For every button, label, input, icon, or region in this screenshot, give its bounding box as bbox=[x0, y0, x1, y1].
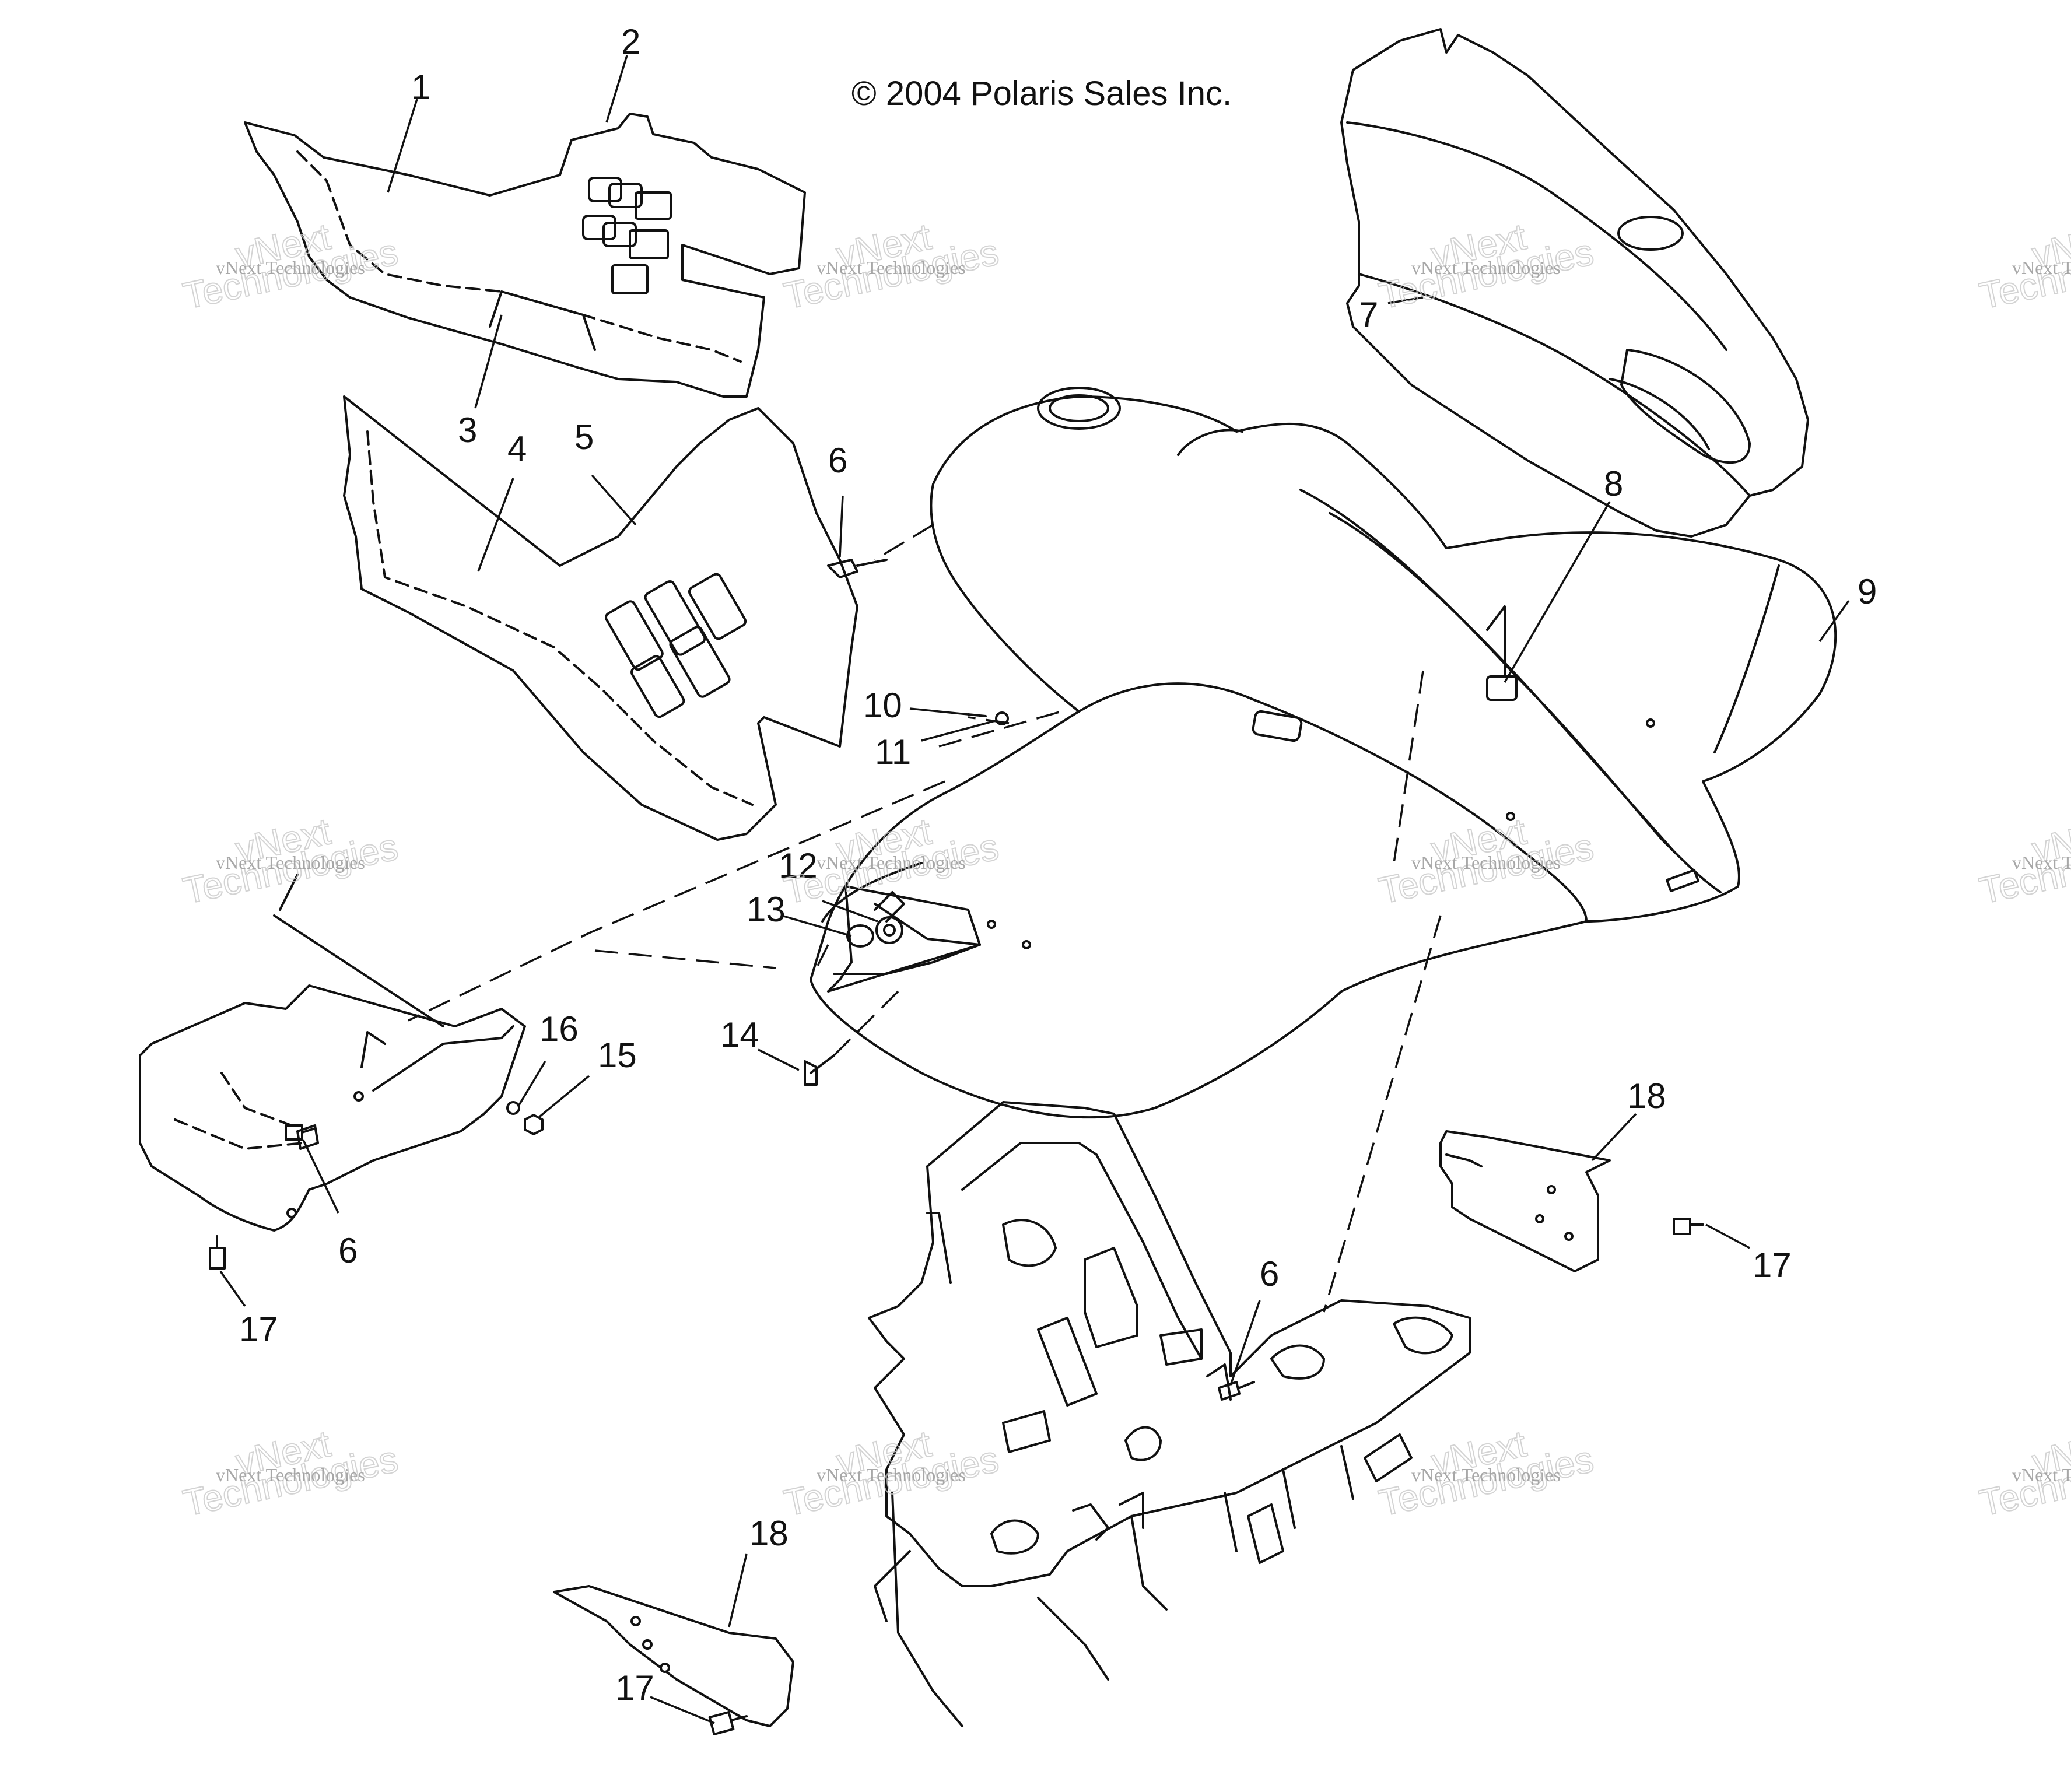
copyright-notice: © 2004 Polaris Sales Inc. bbox=[851, 75, 1232, 113]
svg-text:vNext Technologies: vNext Technologies bbox=[817, 1464, 966, 1485]
watermark-11: vNext Technologies vNext Technologies bbox=[1375, 1422, 1597, 1524]
watermark-9: vNext Technologies vNext Technologies bbox=[179, 1422, 402, 1524]
watermark-7: vNext Technologies vNext Technologies bbox=[1375, 809, 1597, 912]
watermark-3: vNext Technologies vNext Technologies bbox=[1375, 215, 1597, 317]
left-floor-panel bbox=[139, 874, 526, 1232]
callout-6-frame: 6 bbox=[1260, 1254, 1279, 1293]
fasteners bbox=[209, 559, 1704, 1735]
screw-14 bbox=[804, 1054, 835, 1086]
leader-lines bbox=[219, 55, 1850, 1724]
bolt-17-lower bbox=[708, 1711, 748, 1735]
part-12-bracket bbox=[827, 885, 981, 993]
svg-text:vNext Technologies: vNext Technologies bbox=[1411, 257, 1561, 278]
bolt-17-left bbox=[209, 1235, 226, 1270]
part-1-side-panel bbox=[244, 113, 806, 398]
svg-text:vNext Technologies: vNext Technologies bbox=[1411, 1464, 1561, 1485]
callout-3: 3 bbox=[458, 411, 477, 450]
svg-text:vNext Technologies: vNext Technologies bbox=[216, 257, 365, 278]
svg-text:vNext Technologies: vNext Technologies bbox=[2012, 257, 2071, 278]
callout-17-right: 17 bbox=[1753, 1246, 1792, 1285]
assembly-lines bbox=[408, 524, 1442, 1313]
callout-17-lower: 17 bbox=[615, 1668, 654, 1707]
frame-assembly bbox=[868, 1101, 1471, 1727]
watermark-6: vNext Technologies vNext Technologies bbox=[780, 809, 1003, 912]
part-18-bracket-right bbox=[1439, 1130, 1611, 1272]
callout-15: 15 bbox=[598, 1036, 637, 1075]
watermark-8: vNext Technologies vNext Technologies bbox=[1975, 809, 2071, 912]
part-18-bracket-lower bbox=[553, 1585, 794, 1727]
callout-6-upper: 6 bbox=[828, 441, 847, 480]
callout-4: 4 bbox=[507, 429, 527, 468]
watermark-10: vNext Technologies vNext Technologies bbox=[780, 1422, 1003, 1524]
part-7-top-cover bbox=[1340, 28, 1809, 538]
nut-15 bbox=[524, 1114, 544, 1135]
watermark-4: vNext Technologies vNext Technologies bbox=[1975, 215, 2071, 317]
watermark-12: vNext Technologies vNext Technologies bbox=[1975, 1422, 2071, 1524]
callout-7: 7 bbox=[1359, 295, 1378, 334]
svg-text:vNext Technologies: vNext Technologies bbox=[2012, 852, 2071, 873]
callout-9: 9 bbox=[1858, 572, 1877, 611]
callout-17-left: 17 bbox=[239, 1310, 278, 1349]
svg-text:vNext Technologies: vNext Technologies bbox=[817, 852, 966, 873]
callout-11: 11 bbox=[875, 732, 911, 771]
callout-18-lower: 18 bbox=[749, 1514, 789, 1553]
svg-text:vNext Technologies: vNext Technologies bbox=[817, 257, 966, 278]
callout-10: 10 bbox=[863, 686, 902, 725]
part-9-front-fender bbox=[810, 387, 1837, 1119]
callout-14: 14 bbox=[720, 1015, 759, 1054]
callout-8: 8 bbox=[1604, 464, 1623, 503]
watermark-2: vNext Technologies vNext Technologies bbox=[780, 215, 1003, 317]
watermark-5: vNext Technologies vNext Technologies bbox=[179, 809, 402, 912]
bolt-6-frame bbox=[1218, 1381, 1255, 1401]
svg-text:vNext Technologies: vNext Technologies bbox=[216, 1464, 365, 1485]
part-1-louvers bbox=[582, 177, 672, 294]
callout-5: 5 bbox=[574, 418, 594, 457]
bolt-10 bbox=[967, 711, 1009, 725]
part-5-slots bbox=[605, 573, 747, 718]
callout-18-right: 18 bbox=[1627, 1076, 1666, 1116]
callout-6-left: 6 bbox=[338, 1231, 358, 1270]
bolt-17-right bbox=[1673, 1218, 1704, 1235]
part-4-lower-panel bbox=[343, 395, 858, 841]
svg-text:vNext Technologies: vNext Technologies bbox=[216, 852, 365, 873]
bolt-6-upper bbox=[827, 559, 888, 578]
washer-16 bbox=[506, 1101, 520, 1115]
callout-2: 2 bbox=[621, 22, 640, 61]
bolt-6-left bbox=[285, 1124, 316, 1141]
callout-12: 12 bbox=[779, 846, 818, 885]
svg-text:vNext Technologies: vNext Technologies bbox=[1411, 852, 1561, 873]
callout-13: 13 bbox=[747, 890, 786, 929]
svg-text:vNext Technologies: vNext Technologies bbox=[2012, 1464, 2071, 1485]
callout-16: 16 bbox=[539, 1009, 579, 1048]
watermark-1: vNext Technologies vNext Technologies bbox=[179, 215, 402, 317]
callout-labels: 1 2 3 4 5 6 7 8 9 10 11 12 13 14 15 16 6… bbox=[239, 22, 1877, 1707]
callout-1: 1 bbox=[411, 68, 430, 107]
